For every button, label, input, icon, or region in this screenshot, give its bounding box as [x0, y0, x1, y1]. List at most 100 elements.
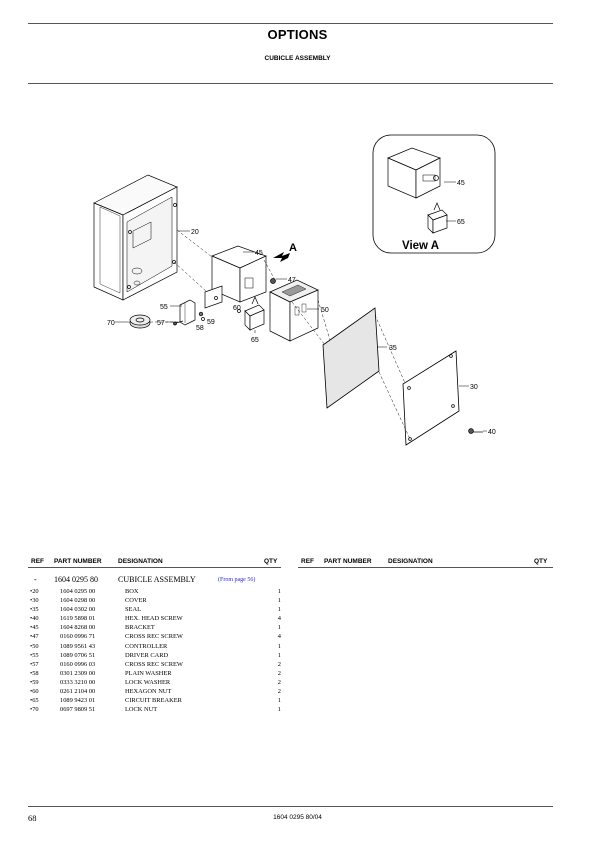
qty-cell: 1: [277, 588, 281, 595]
page-number: 68: [28, 813, 37, 823]
qty-cell: 2: [277, 660, 281, 668]
part-number-cell: 1089 0706 51: [60, 651, 96, 659]
part-number-cell: 1089 9423 01: [60, 697, 96, 705]
part-number-cell: 0697 9809 51: [60, 706, 96, 714]
qty-cell: 4: [277, 615, 281, 623]
table-row: •30 1604 0298 00 COVER 1: [28, 596, 283, 605]
qty-cell: 2: [277, 678, 281, 686]
designation-cell: CUBICLE ASSEMBLY: [118, 575, 196, 584]
view-a-arrow-icon: [273, 252, 290, 262]
designation-cell: SEAL: [125, 606, 141, 614]
designation-cell: LOCK WASHER: [125, 678, 171, 686]
ref-cell: •35: [30, 606, 39, 614]
document-number: 1604 0295 80/04: [273, 814, 322, 821]
part-number-cell: 0160 0996 03: [60, 660, 96, 668]
view-a-bracket: [387, 147, 441, 199]
part-number-cell: 1604 0295 00: [60, 588, 96, 595]
col-part-number-header: PART NUMBER: [54, 558, 102, 565]
designation-cell: CIRCUIT BREAKER: [125, 697, 182, 705]
part-number-cell: 1604 0295 80: [54, 575, 98, 584]
qty-cell: 1: [277, 651, 281, 659]
callout-47: 47: [288, 277, 296, 284]
part-number-cell: 1604 0302 00: [60, 606, 96, 614]
callout-65: 65: [251, 337, 259, 344]
controller-part: [269, 279, 319, 342]
part-number-cell: 1604 8268 00: [60, 624, 96, 632]
view-a-breaker: [427, 202, 448, 234]
callout-30: 30: [470, 384, 478, 391]
screw-part: [468, 428, 483, 434]
ref-cell: •30: [30, 597, 39, 605]
part-number-cell: 1604 0298 00: [60, 597, 96, 605]
qty-cell: 1: [277, 706, 281, 714]
qty-cell: 1: [277, 597, 281, 605]
qty-cell: 2: [277, 669, 281, 677]
callout-view-65: 65: [457, 219, 465, 226]
top-rule: [28, 23, 553, 24]
view-a-inset: [372, 134, 496, 254]
ref-cell: •58: [30, 669, 39, 677]
callout-20: 20: [191, 229, 199, 236]
designation-cell: CROSS REC SCREW: [125, 660, 183, 668]
lock-nut-part: [129, 314, 151, 329]
ref-cell: •55: [30, 651, 39, 659]
col-designation-header: DESIGNATION: [118, 558, 163, 565]
ref-cell: •40: [30, 615, 39, 623]
table-header-rule-right: [298, 567, 553, 568]
col-ref-header-right: REF: [301, 558, 314, 565]
callout-50: 50: [321, 307, 329, 314]
ref-cell: •45: [30, 624, 39, 632]
callout-55: 55: [160, 304, 168, 311]
callout-57: 57: [157, 320, 165, 327]
table-row: •40 1619 5898 01 HEX. HEAD SCREW 4: [28, 614, 283, 623]
callout-58: 58: [196, 325, 204, 332]
qty-cell: 1: [277, 642, 281, 650]
hardware-parts: [173, 278, 276, 326]
view-a-label: View A: [402, 240, 439, 252]
designation-cell: BOX: [125, 588, 139, 595]
designation-cell: PLAIN WASHER: [125, 669, 172, 677]
qty-cell: 1: [277, 624, 281, 632]
part-number-cell: 1089 9561 43: [60, 642, 96, 650]
circuit-breaker-part: [244, 296, 265, 331]
ref-cell: •65: [30, 697, 39, 705]
cover-part: [402, 350, 460, 446]
col-ref-header: REF: [31, 558, 44, 565]
table-row: •35 1604 0302 00 SEAL 1: [28, 605, 283, 614]
designation-cell: HEXAGON NUT: [125, 688, 172, 696]
part-number-cell: 0333 3210 00: [60, 678, 96, 686]
callout-59: 59: [207, 319, 215, 326]
part-number-cell: 0261 2104 00: [60, 688, 96, 696]
table-row: •45 1604 8268 00 BRACKET 1: [28, 623, 283, 632]
designation-cell: HEX. HEAD SCREW: [125, 615, 183, 623]
designation-cell: CROSS REC SCREW: [125, 633, 183, 641]
ref-cell: •70: [30, 706, 39, 714]
designation-cell: BRACKET: [125, 624, 155, 632]
ref-cell: •57: [30, 660, 39, 668]
callout-35: 35: [389, 345, 397, 352]
part-number-cell: 1619 5898 01: [60, 615, 96, 623]
callout-labels: 20 45 47 50 55 57 58 59 60 65 70 35 30 4…: [107, 180, 496, 436]
ref-cell: •47: [30, 633, 39, 641]
table-header-rule-left: [28, 567, 281, 568]
callout-view-45: 45: [457, 180, 465, 187]
col-designation-header-right: DESIGNATION: [388, 558, 433, 565]
designation-cell: DRIVER CARD: [125, 651, 169, 659]
designation-cell: COVER: [125, 597, 147, 605]
callout-70: 70: [107, 320, 115, 327]
ref-cell: •59: [30, 678, 39, 686]
table-row: •55 1089 0706 51 DRIVER CARD 1: [28, 651, 283, 660]
box-part: [93, 174, 178, 301]
qty-cell: 2: [277, 688, 281, 696]
footer-rule: [28, 806, 553, 807]
designation-cell: CONTROLLER: [125, 642, 168, 650]
table-row: •57 0160 0996 03 CROSS REC SCREW 2: [28, 660, 283, 669]
qty-cell: 1: [277, 606, 281, 614]
col-qty-header-right: QTY: [534, 558, 548, 565]
